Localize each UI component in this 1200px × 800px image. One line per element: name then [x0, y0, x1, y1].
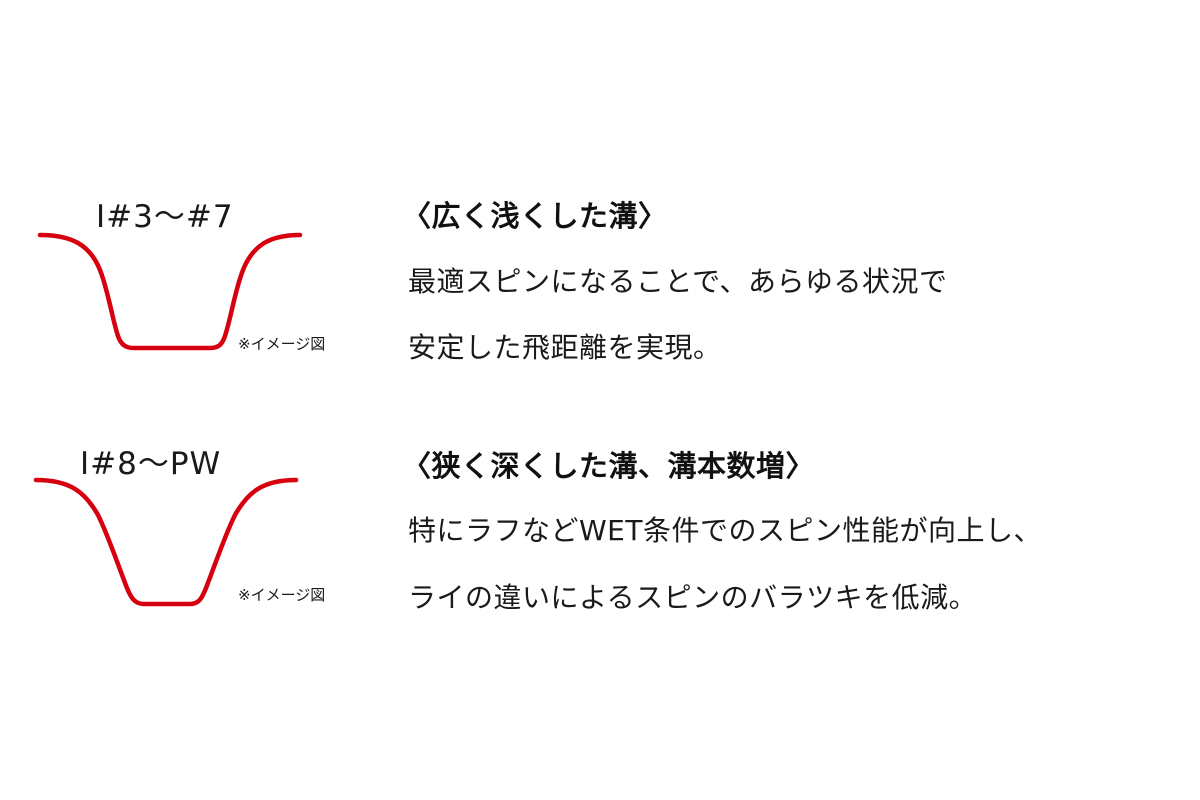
groove-label: I#3～#7 [96, 199, 234, 235]
groove-section-wide-shallow: I#3～#7 ※イメージ図 〈広く浅くした溝〉 最適スピンになることで、あらゆる… [37, 199, 948, 364]
wide-shallow-groove-diagram [37, 232, 303, 351]
description-line-1: 特にラフなどWET条件でのスピン性能が向上し、 [408, 514, 1042, 547]
groove-label: I#8～PW [80, 446, 222, 482]
section-heading: 〈広く浅くした溝〉 [402, 199, 668, 233]
section-heading: 〈狭く深くした溝、溝本数増〉 [402, 449, 816, 483]
description-line-2: ライの違いによるスピンのバラツキを低減。 [408, 581, 978, 614]
description-line-2: 安定した飛距離を実現。 [408, 331, 722, 364]
groove-profile-line [33, 477, 299, 607]
groove-profile-line [37, 232, 303, 351]
image-note: ※イメージ図 [238, 335, 326, 353]
description-line-1: 最適スピンになることで、あらゆる状況で [408, 265, 948, 298]
image-note: ※イメージ図 [238, 586, 326, 604]
